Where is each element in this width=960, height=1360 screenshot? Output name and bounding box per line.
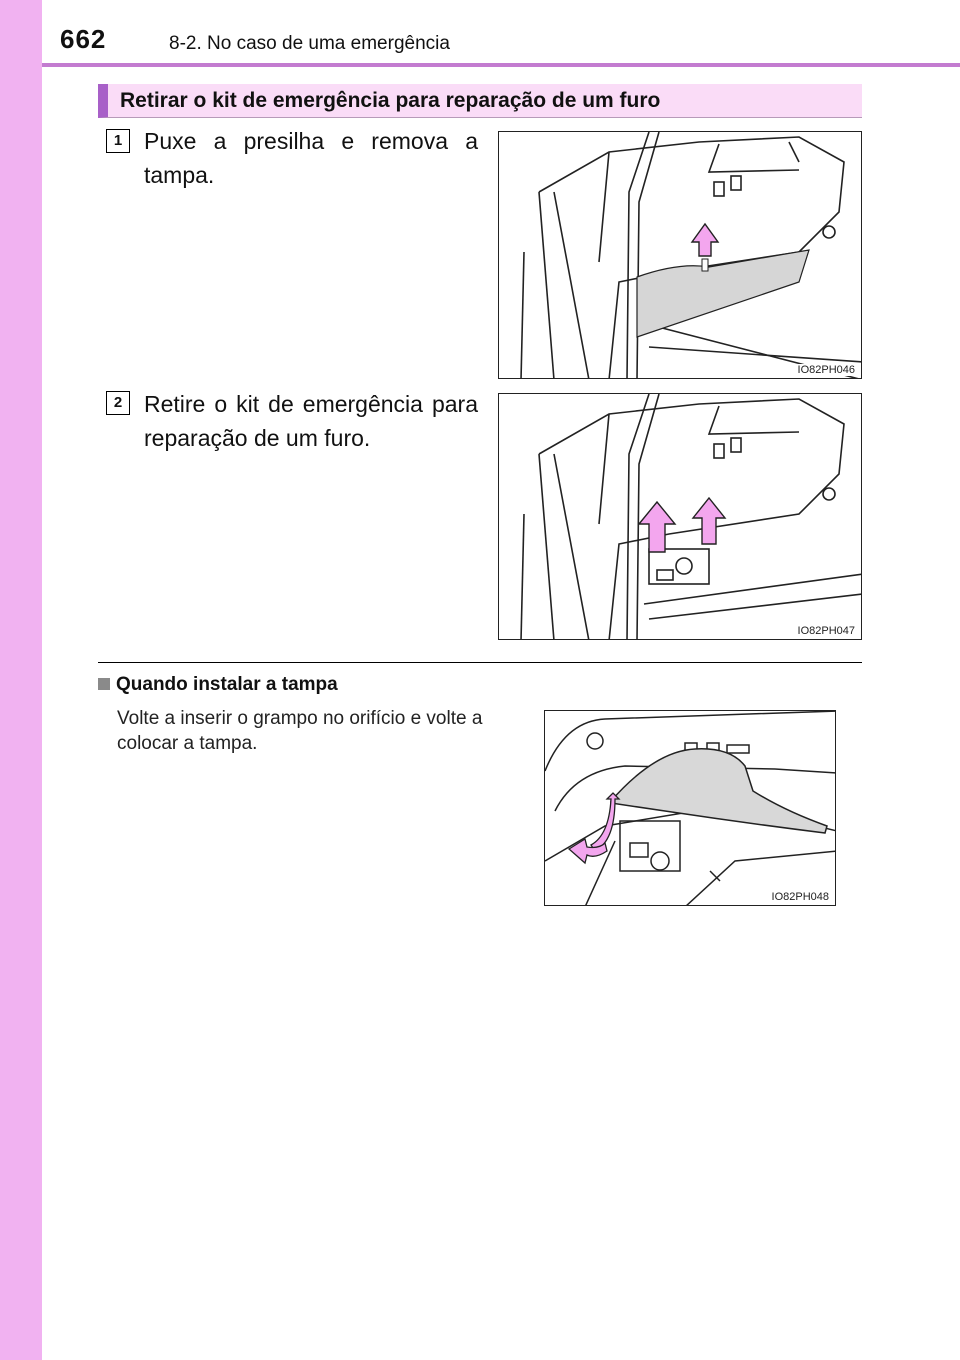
side-tab	[0, 0, 42, 1360]
step-text: Retire o kit de emergência para reparaçã…	[144, 391, 478, 451]
section-divider	[98, 662, 862, 663]
figure-code: IO82PH048	[769, 891, 831, 903]
page-number: 662	[60, 24, 107, 54]
illustration-remove-kit: IO82PH047	[498, 393, 862, 640]
header-rule	[42, 63, 960, 67]
step-number: 2	[106, 391, 130, 415]
section-title: Retirar o kit de emergência para reparaç…	[98, 84, 862, 118]
trunk-drawing-3	[545, 711, 835, 905]
illustration-install-cover: IO82PH048	[544, 710, 836, 906]
note-text: Volte a inserir o grampo no orifício e v…	[117, 708, 483, 754]
note-heading: Quando instalar a tampa	[98, 674, 338, 696]
step-text: Puxe a presilha e remova a tampa.	[144, 128, 478, 188]
trunk-drawing-1	[520, 132, 861, 378]
step-number: 1	[106, 129, 130, 153]
trunk-drawing-2	[520, 394, 861, 639]
note-heading-text: Quando instalar a tampa	[116, 674, 338, 695]
chapter-title: 8-2. No caso de uma emergência	[169, 33, 450, 54]
figure-code: IO82PH046	[795, 364, 857, 376]
illustration-remove-cover: IO82PH046	[498, 131, 862, 379]
figure-code: IO82PH047	[795, 625, 857, 637]
square-bullet-icon	[98, 678, 110, 690]
